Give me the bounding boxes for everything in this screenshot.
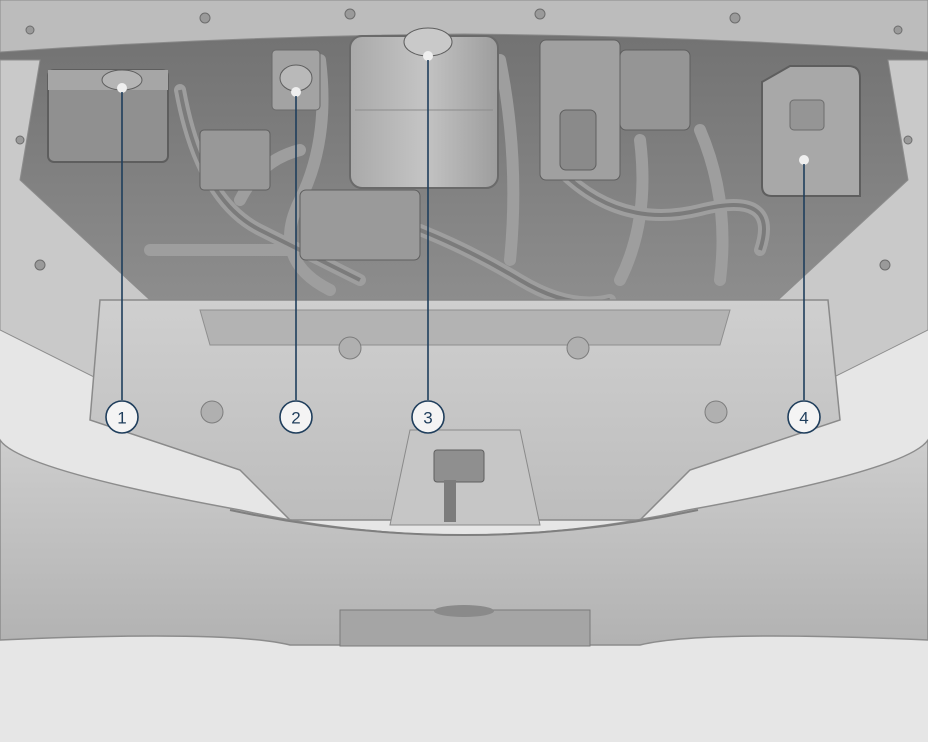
coolant-expansion-tank — [349, 27, 499, 189]
cowl-bolts — [25, 8, 903, 35]
washer-fluid-reservoir — [47, 69, 169, 163]
callout-4: 4 — [787, 400, 821, 434]
brand-emblem — [434, 605, 494, 617]
callout-leaders — [121, 60, 805, 400]
callout-label: 2 — [291, 409, 300, 428]
callout-1: 1 — [105, 400, 139, 434]
callout-label: 1 — [117, 409, 126, 428]
cover-holes — [200, 336, 728, 424]
callout-3: 3 — [411, 400, 445, 434]
hood-latch — [389, 429, 541, 526]
callout-2: 2 — [279, 400, 313, 434]
engine-components — [199, 39, 691, 261]
fender-bolts — [15, 135, 913, 271]
callout-label: 4 — [799, 409, 808, 428]
front-bumper — [0, 438, 928, 646]
fuse-relay-box — [761, 65, 861, 197]
brake-fluid-reservoir — [271, 49, 321, 111]
cowl-panel — [0, 0, 928, 53]
callout-label: 3 — [423, 409, 432, 428]
cover-ridge — [199, 309, 731, 346]
bumper-edge-line — [229, 509, 699, 536]
